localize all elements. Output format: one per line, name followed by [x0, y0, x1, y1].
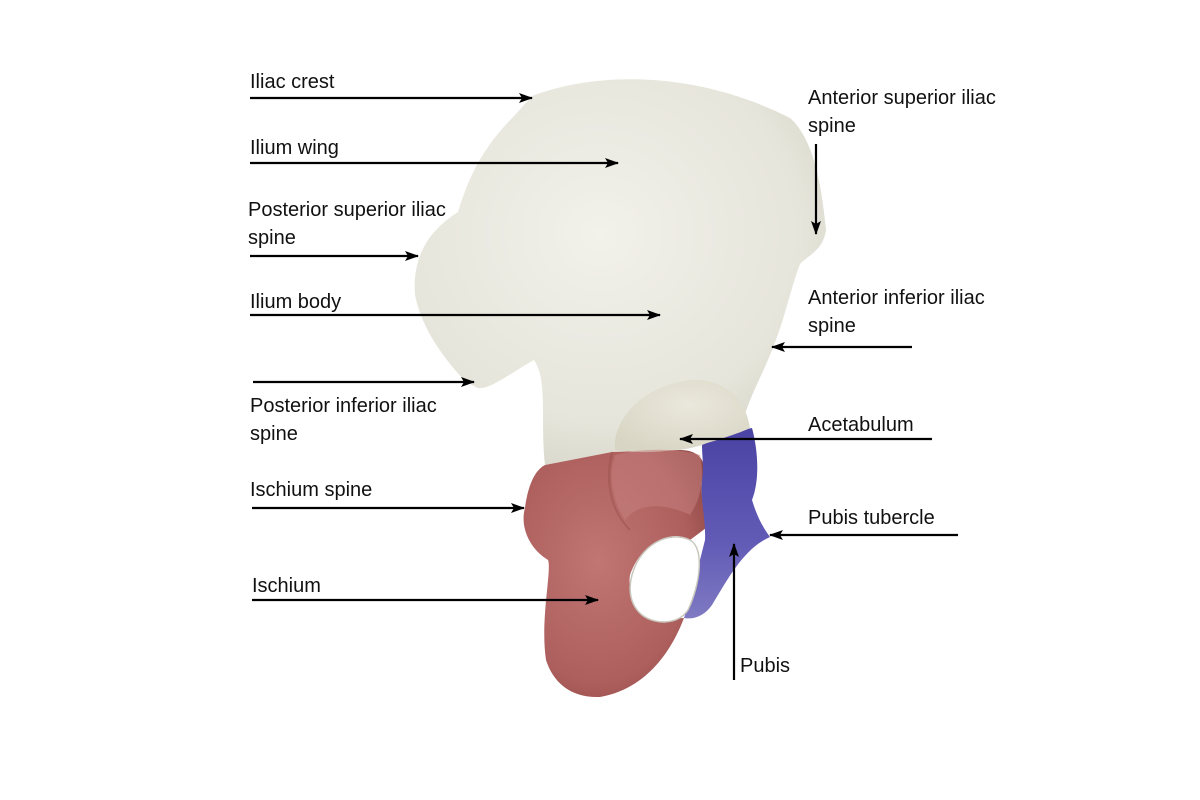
acetabulum-rim [608, 451, 631, 531]
ilium-region [414, 79, 826, 465]
pubis-region [684, 428, 770, 619]
arrows [250, 93, 958, 680]
acetabulum-region [615, 379, 750, 453]
label-anterior-inferior-iliac-spine: Anterior inferior iliac spine [808, 287, 985, 337]
label-ilium-wing: Ilium wing [250, 137, 339, 159]
label-pubis: Pubis [740, 655, 791, 677]
label-ischium-spine: Ischium spine [250, 479, 373, 501]
obturator-foramen [629, 536, 700, 623]
label-anterior-superior-iliac-spine: Anterior superior iliac spine [808, 87, 996, 137]
label-posterior-superior-iliac-spine: Posterior superior iliac spine [248, 199, 446, 249]
hip-bone [414, 79, 826, 698]
label-ilium-body: Ilium body [250, 291, 342, 313]
ischium-region [523, 450, 710, 698]
label-iliac-crest: Iliac crest [250, 71, 335, 93]
acetabulum-socket [611, 449, 702, 520]
label-posterior-inferior-iliac-spine: Posterior inferior iliac spine [250, 395, 437, 445]
label-acetabulum: Acetabulum [808, 414, 914, 436]
label-ischium: Ischium [252, 575, 321, 597]
label-pubis-tubercle: Pubis tubercle [808, 507, 935, 529]
